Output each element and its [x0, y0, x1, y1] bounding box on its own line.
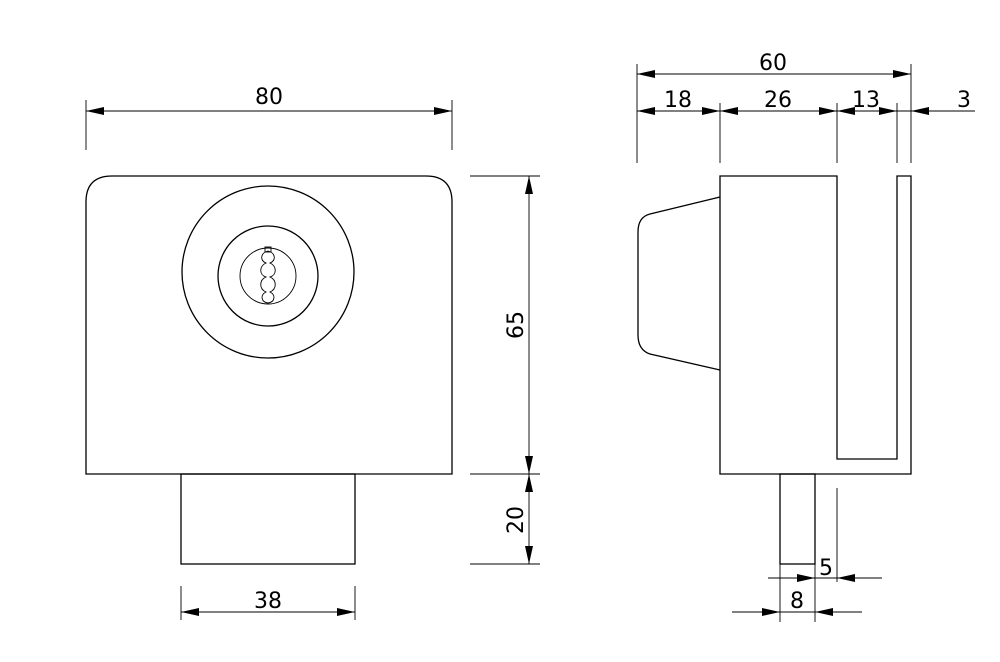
dim-side-seg1: 18 — [664, 88, 692, 113]
side-pin — [779, 473, 816, 565]
front-view — [85, 175, 453, 565]
lock-outer-ring — [181, 185, 355, 359]
key-slot-icon — [260, 250, 276, 304]
key-pin-top — [264, 246, 272, 253]
lock-cylinder-inner — [239, 247, 297, 305]
side-knob — [637, 196, 721, 371]
dim-stem-height: 20 — [504, 506, 529, 534]
side-dimensions: 60 18 26 13 3 5 8 — [636, 51, 975, 622]
side-body — [719, 175, 912, 475]
front-body-outline — [85, 175, 453, 475]
dim-pin-offset: 8 — [790, 589, 804, 614]
dim-side-total: 60 — [759, 51, 787, 76]
side-view — [637, 175, 912, 582]
dim-front-height: 65 — [504, 311, 529, 339]
lock-cylinder — [217, 225, 319, 327]
dim-side-seg2: 26 — [764, 88, 792, 113]
dim-stem-width: 38 — [254, 589, 282, 614]
front-stem — [180, 473, 356, 565]
dim-side-seg3: 13 — [852, 88, 880, 113]
front-dimensions: 80 65 20 38 — [85, 85, 540, 620]
dim-pin-width: 5 — [819, 556, 833, 581]
dim-side-seg4: 3 — [957, 88, 971, 113]
dim-front-width: 80 — [255, 85, 283, 110]
